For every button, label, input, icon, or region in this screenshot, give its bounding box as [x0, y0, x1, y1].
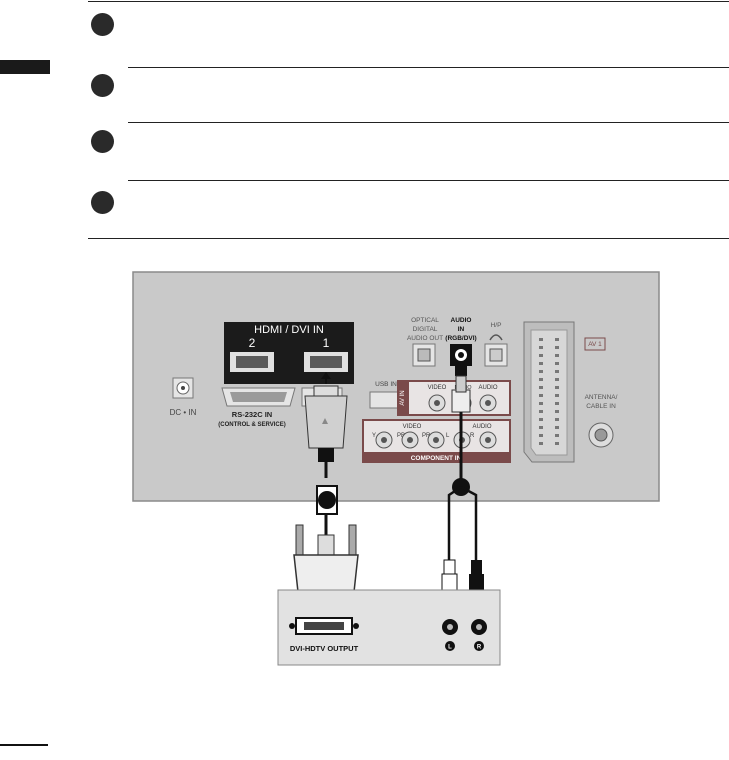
step-4-marker — [91, 191, 114, 214]
dc-in-jack: DC • IN — [170, 377, 197, 417]
step-3-marker — [91, 130, 114, 153]
panel-component-y: Y — [372, 433, 376, 439]
panel-antenna-label-2: CABLE IN — [586, 403, 616, 410]
right-jack-label: R — [477, 645, 482, 651]
panel-component-audio-label: AUDIO — [472, 424, 491, 430]
external-device: DVI-HDTV OUTPUT L R — [277, 589, 501, 666]
scart-port: AV 1 — [523, 321, 606, 463]
hdmi-title: HDMI / DVI IN — [254, 324, 324, 336]
footer-rule — [0, 744, 48, 746]
hdmi-port-2-label: 2 — [249, 336, 256, 350]
audio-ports: OPTICAL DIGITAL AUDIO OUT AUDIO IN (RGB/… — [407, 317, 508, 367]
panel-component-pr: PR — [422, 433, 431, 439]
step-divider-1 — [128, 67, 729, 68]
panel-component-video-label: VIDEO — [403, 424, 422, 430]
panel-optical-label-2: DIGITAL — [413, 326, 438, 333]
panel-headphone-label: H/P — [491, 322, 502, 329]
dvi-output-label: DVI-HDTV OUTPUT — [290, 644, 359, 653]
rs232-label: RS-232C IN — [232, 410, 272, 419]
panel-audio-in-label-3: (RGB/DVI) — [445, 335, 476, 342]
step-1-marker — [91, 13, 114, 36]
panel-audio-in-label-2: IN — [458, 326, 465, 333]
panel-video-label: VIDEO — [428, 385, 447, 391]
panel-av-in-label: AV IN — [400, 390, 406, 405]
step-2-marker — [91, 74, 114, 97]
panel-component-in-label: COMPONENT IN — [411, 455, 462, 462]
panel-av-out-label: AV 1 — [588, 341, 602, 348]
panel-component-pb: PB — [397, 433, 405, 439]
hdmi-block: HDMI / DVI IN 2 1 — [224, 322, 354, 384]
panel-component-l: L — [446, 433, 450, 439]
antenna-jack: ANTENNA/ CABLE IN — [585, 394, 618, 448]
panel-component-r: R — [470, 433, 475, 439]
panel-antenna-label-1: ANTENNA/ — [585, 394, 618, 401]
step-divider-3 — [128, 180, 729, 181]
usb-label: USB IN — [375, 381, 397, 388]
panel-audio-in-label-1: AUDIO — [451, 317, 472, 324]
hdmi-port-1-label: 1 — [323, 336, 330, 350]
panel-optical-label-1: OPTICAL — [411, 317, 439, 324]
left-jack-label: L — [448, 645, 452, 651]
component-in-block: COMPONENT IN VIDEO AUDIO Y PB PR L R — [362, 419, 511, 463]
rs232-sublabel: (CONTROL & SERVICE) — [218, 422, 285, 428]
chapter-tab — [0, 60, 50, 74]
panel-optical-label-3: AUDIO OUT — [407, 335, 443, 342]
top-rule — [88, 1, 729, 2]
step-divider-2 — [128, 122, 729, 123]
dc-in-label: DC • IN — [170, 408, 197, 417]
panel-audio-label: AUDIO — [478, 385, 497, 391]
section-end-rule — [88, 238, 729, 239]
